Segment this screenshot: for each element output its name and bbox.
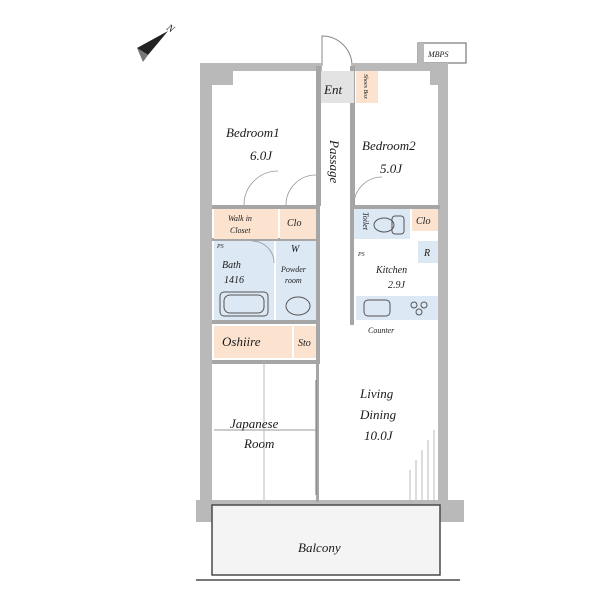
compass-arrow-tail-icon [137,48,148,62]
kitchen-name: Kitchen [375,265,407,276]
w-label: W [291,244,301,255]
door-swings [243,170,383,264]
clo-right-label: Clo [416,216,430,227]
washbasin-icon [285,296,311,316]
ent-label: Ent [323,82,342,97]
mbps-area: MBPS [417,42,467,64]
passage-label: Passage [327,139,342,184]
sink-icon [363,299,391,317]
living-window-marks [409,430,435,500]
closet-bedroom2 [412,209,438,231]
bath-name: Bath [222,260,241,271]
bedroom2-size: 5.0J [380,161,403,176]
walk-in-closet-label-1: Walk in [228,214,252,223]
compass: N [137,22,177,62]
bedroom1-name: Bedroom1 [226,125,280,140]
balcony [196,504,460,581]
bath-area [214,241,274,320]
sliding-doors [214,364,317,500]
balcony-label: Balcony [298,540,341,555]
storage-area [294,326,316,358]
walk-in-closet-label-2: Closet [230,226,251,235]
interior-walls [212,66,440,502]
bath-size: 1416 [224,275,244,286]
bedroom1-size: 6.0J [250,148,273,163]
fixtures [219,215,428,317]
room-labels: Ent Shoes Box Bedroom1 6.0J Passage Bedr… [216,74,430,555]
living-label-1: Living [359,386,394,401]
counter-label: Counter [368,326,395,335]
mbps-label: MBPS [427,50,448,59]
kitchen-size: 2.9J [388,280,406,291]
entrance-door [321,35,353,67]
oshiire-label: Oshiire [222,334,261,349]
ps-right-label: PS [357,252,365,258]
sto-label: Sto [298,338,311,349]
closets [214,71,438,358]
closet-bedroom1 [280,209,316,239]
clo-left-label: Clo [287,218,301,229]
compass-arrow-icon [137,31,168,55]
stove-icon [410,301,418,309]
walk-in-closet [214,209,278,239]
bedroom2-name: Bedroom2 [362,138,416,153]
entrance-floor [321,71,354,103]
r-label: R [423,248,430,259]
toilet-label: Toilet [361,212,370,231]
shoes-box-label: Shoes Box [362,74,368,99]
bathtub-icon [219,291,269,317]
toilet-icon [391,215,405,235]
japanese-room-label-1: Japanese [230,416,279,431]
ps-left-label: PS [216,244,224,250]
oshiire-area [214,326,292,358]
refrigerator-area [418,241,438,263]
powder-room-area [276,241,316,320]
powder-room-label-1: Powder [280,265,307,274]
shoes-box-area [356,71,378,103]
living-size: 10.0J [364,428,394,443]
japanese-room-label-2: Room [243,436,274,451]
living-label-2: Dining [359,407,397,422]
powder-room-label-2: room [285,276,302,285]
